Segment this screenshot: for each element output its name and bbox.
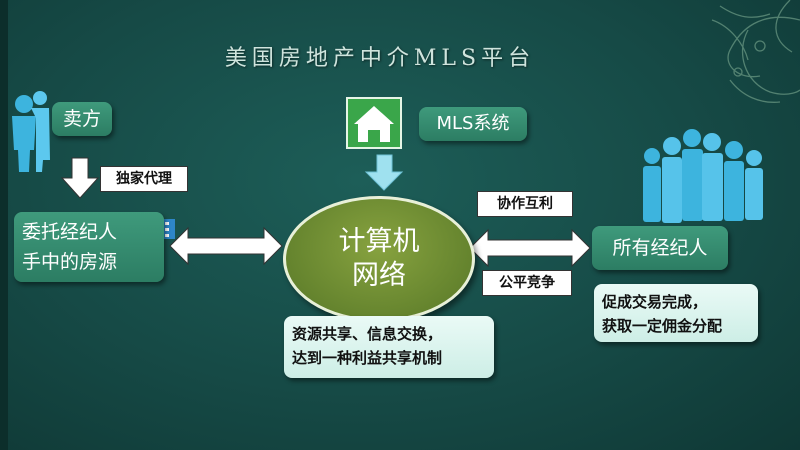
resource-sharing-note: 资源共享、信息交换， 达到一种利益共享机制 xyxy=(284,316,494,378)
center-line-2: 网络 xyxy=(352,260,406,291)
share-note-line-2: 达到一种利益共享机制 xyxy=(292,349,443,367)
mls-system-node: MLS系统 xyxy=(419,107,527,141)
house-icon xyxy=(346,97,402,149)
listing-line-2: 手中的房源 xyxy=(22,251,118,273)
left-band xyxy=(0,0,8,450)
seller-people-icon xyxy=(12,91,50,172)
down-arrow-seller xyxy=(60,157,100,199)
share-note-line-1: 资源共享、信息交换， xyxy=(292,325,443,343)
page-title: 美国房地产中介MLS平台 xyxy=(224,46,536,71)
seller-node: 卖方 xyxy=(52,102,112,136)
mutual-benefit-label: 协作互利 xyxy=(477,191,573,217)
listing-node: 委托经纪人 手中的房源 xyxy=(14,212,164,282)
double-arrow-right xyxy=(469,228,591,268)
center-line-1: 计算机 xyxy=(338,226,420,257)
broker-group-icon xyxy=(643,129,763,223)
double-arrow-left xyxy=(169,226,283,266)
exclusive-agency-label: 独家代理 xyxy=(100,166,188,192)
deal-note-line-1: 促成交易完成， xyxy=(602,293,708,311)
computer-network-node: 计算机 网络 xyxy=(283,196,475,322)
fair-competition-label: 公平竞争 xyxy=(482,270,572,296)
all-brokers-node: 所有经纪人 xyxy=(592,226,728,270)
listing-line-1: 委托经纪人 xyxy=(22,221,118,243)
deal-commission-note: 促成交易完成， 获取一定佣金分配 xyxy=(594,284,758,342)
down-arrow-mls xyxy=(364,154,404,191)
deal-note-line-2: 获取一定佣金分配 xyxy=(602,317,723,335)
